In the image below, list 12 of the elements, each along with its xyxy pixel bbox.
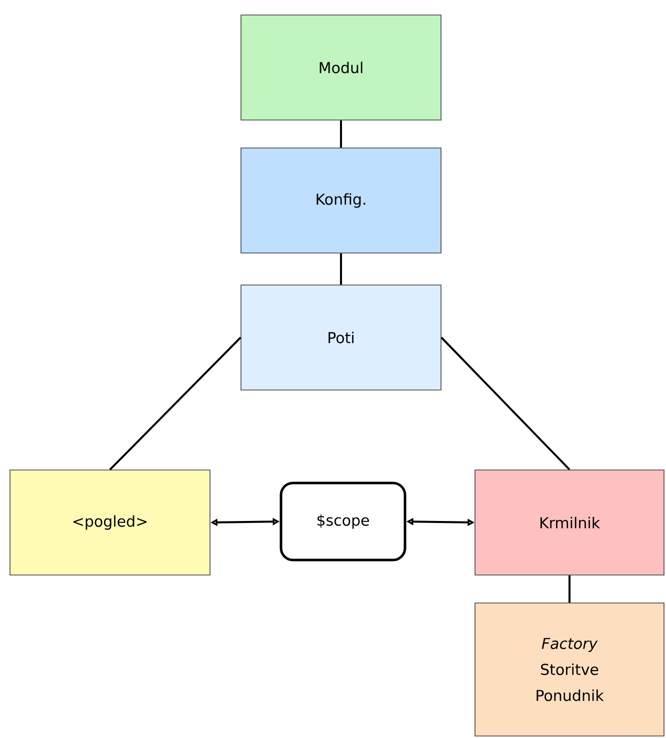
connector-line [440, 336, 570, 470]
connector-line [568, 575, 570, 603]
connector-line [340, 120, 342, 148]
module-box: Modul [240, 14, 442, 120]
service-box: Factory Storitve Ponudnik [474, 602, 664, 736]
connector-line [340, 253, 342, 285]
controller-box: Krmilnik [474, 470, 664, 576]
routes-box: Poti [240, 284, 442, 390]
connector-line [109, 336, 242, 470]
view-box: <pogled> [10, 470, 210, 576]
config-box: Konfig. [240, 148, 442, 254]
scope-box: $scope [280, 482, 406, 562]
